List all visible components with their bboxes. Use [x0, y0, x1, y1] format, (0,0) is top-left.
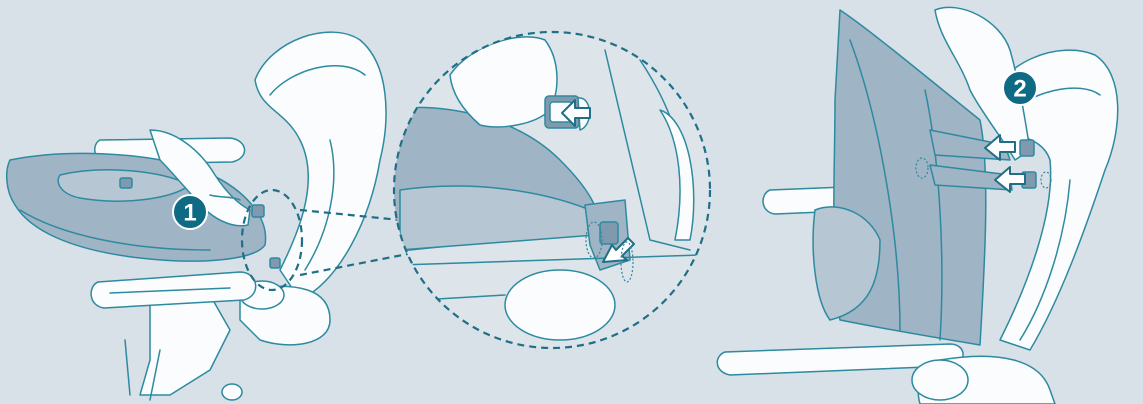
right-clip-icon: [1020, 140, 1034, 156]
right-chair: 2: [717, 7, 1117, 404]
magnified-callout: [380, 32, 710, 348]
left-clip-icon: [252, 205, 264, 217]
step-2-badge: 2: [1003, 71, 1037, 105]
step-1-badge: 1: [173, 195, 207, 229]
step-2-number: 2: [1013, 76, 1026, 103]
left-chair: 1: [7, 32, 386, 400]
step-1-number: 1: [183, 200, 196, 227]
